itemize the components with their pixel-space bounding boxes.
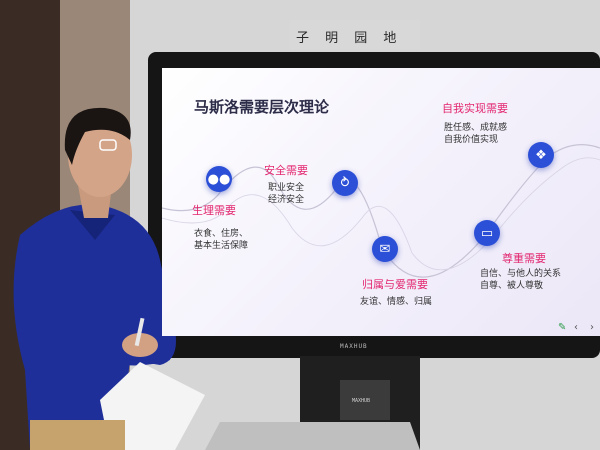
level-details: 胜任感、成就感 自我价值实现	[444, 122, 507, 146]
handshake-icon: ❖	[528, 142, 554, 168]
pen-icon[interactable]: ✎	[558, 322, 567, 333]
level-details: 友谊、情感、归属	[360, 296, 432, 308]
level-details: 衣食、住房、 基本生活保障	[194, 228, 248, 252]
wall-sign: 子 明 园 地	[296, 31, 403, 46]
people-icon: ●●	[206, 166, 232, 192]
level-name: 安全需要	[264, 164, 308, 177]
screen-brand: MAXHUB	[340, 343, 368, 350]
level-detail: 自尊、被人尊敬	[480, 281, 544, 291]
level-detail: 友谊、情感、归属	[360, 297, 433, 307]
presentation-screen: 马斯洛需要层次理论 ●● 生理需要 衣食、住房、 基本生活保障 ⥁ 安全需要 职…	[162, 68, 600, 336]
hierarchy-curve	[162, 144, 600, 278]
branch-icon: ⥁	[332, 170, 358, 196]
envelope-icon: ✉	[372, 236, 398, 262]
level-detail: 衣食、住房、	[194, 229, 249, 239]
level-details: 职业安全 经济安全	[268, 182, 304, 206]
level-detail: 基本生活保障	[194, 241, 249, 251]
level-name: 尊重需要	[502, 252, 546, 265]
level-detail: 胜任感、成就感	[444, 123, 508, 133]
level-detail: 经济安全	[268, 195, 305, 205]
level-detail: 自信、与他人的关系	[480, 269, 562, 279]
level-name: 归属与爱需要	[362, 278, 428, 291]
level-detail: 自我价值实现	[444, 135, 499, 145]
slide-title: 马斯洛需要层次理论	[194, 98, 330, 116]
level-detail: 职业安全	[268, 183, 305, 193]
next-slide-icon[interactable]: ›	[590, 322, 594, 333]
level-name: 生理需要	[192, 204, 236, 217]
laptop-icon: ▭	[474, 220, 500, 246]
level-name: 自我实现需要	[442, 102, 508, 115]
device-brand: MAXHUB	[352, 398, 371, 404]
prev-slide-icon[interactable]: ‹	[574, 322, 578, 333]
level-details: 自信、与他人的关系 自尊、被人尊敬	[480, 268, 561, 292]
